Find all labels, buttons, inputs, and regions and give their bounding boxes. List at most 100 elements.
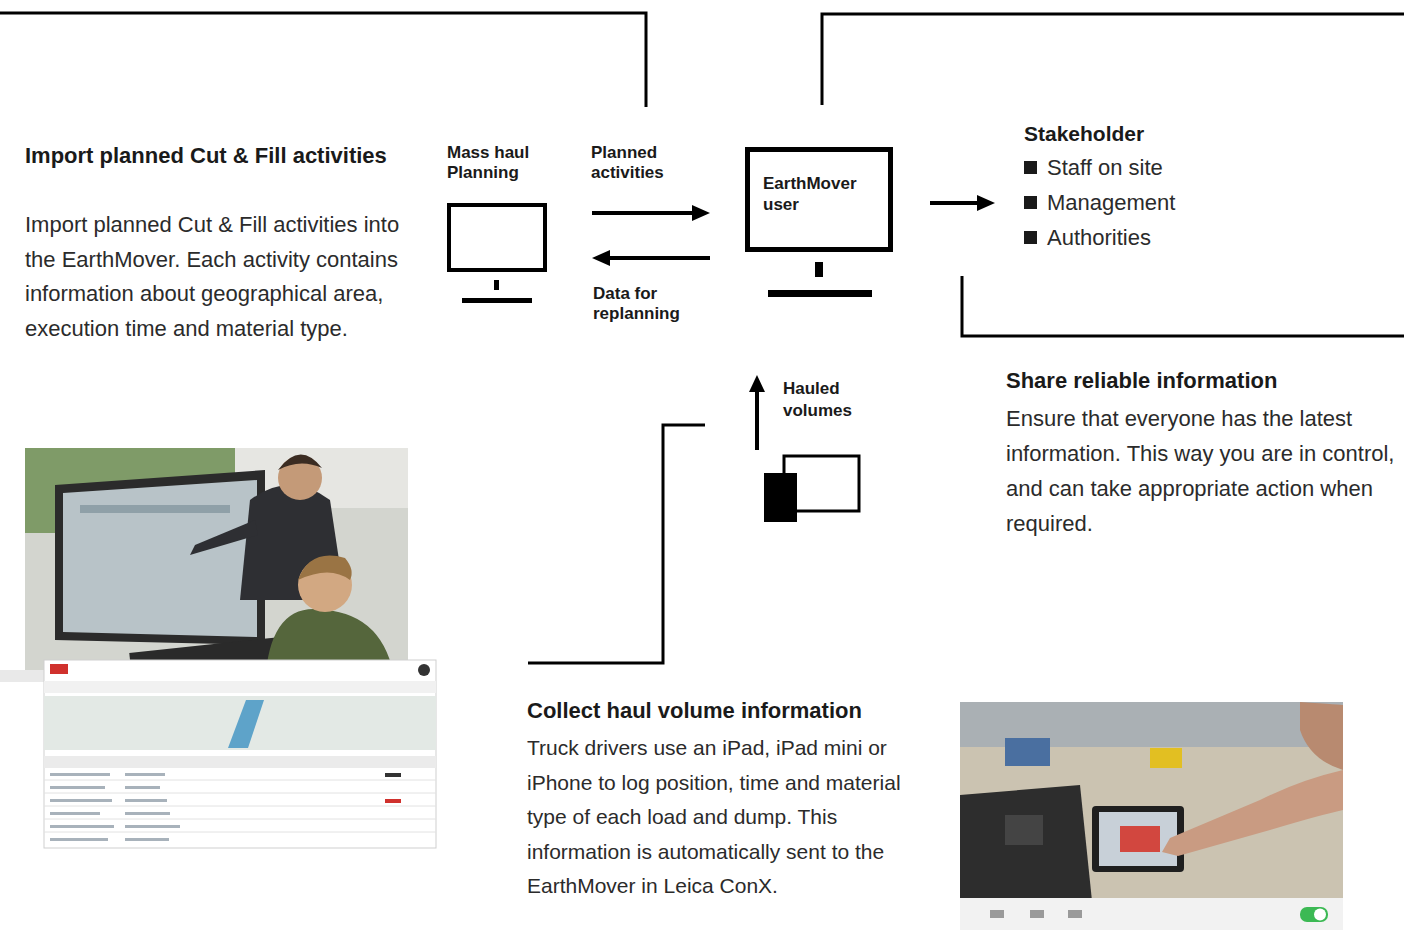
map-area [44, 696, 436, 750]
bracket-line [528, 425, 705, 663]
monitor-stand [494, 280, 499, 290]
bullet-square [1024, 231, 1037, 244]
table-rows [44, 780, 436, 832]
arrow-shaft [930, 201, 979, 205]
section-body: Ensure that everyone has the latest info… [1006, 401, 1398, 541]
flow-label: Hauled volumes [783, 378, 878, 422]
flow-arrow [592, 250, 710, 266]
screen-text: EarthMover user [763, 173, 881, 215]
cell [125, 825, 180, 828]
toggle-switch [1300, 907, 1328, 922]
status-cell [385, 773, 401, 777]
arrow-shaft [608, 256, 710, 260]
list-item: Authorities [1047, 224, 1151, 252]
bullet-square [1024, 161, 1037, 174]
monitor-base [462, 298, 532, 303]
photo-ground [25, 448, 408, 682]
blue-truck [1005, 738, 1050, 766]
driver-arm [1162, 770, 1343, 856]
bullet-row: Staff on site [1024, 150, 1284, 185]
monitor-screen [449, 205, 545, 270]
cell [125, 838, 169, 841]
edge-label: Planned activities [591, 143, 701, 183]
map-route [228, 700, 264, 748]
cell [50, 799, 112, 802]
list-item: Staff on site [1047, 154, 1163, 182]
edge-label: Data for replanning [593, 284, 703, 324]
monitor-base [768, 290, 872, 297]
hauled-volumes-arrow [749, 375, 765, 450]
status-cell [385, 799, 401, 803]
bracket-lines [0, 13, 1404, 663]
stakeholder-list: StakeholderStaff on siteManagementAuthor… [1024, 118, 1284, 255]
row-line [44, 793, 436, 794]
arrow-head [749, 375, 765, 392]
software-screenshot [44, 660, 436, 848]
tablet-screen [1099, 812, 1177, 866]
section-body: Truck drivers use an iPad, iPad mini or … [527, 731, 927, 904]
cell [50, 838, 108, 841]
arrow-shaft [592, 211, 694, 215]
monitor-icon [745, 147, 895, 299]
bullet-row: Management [1024, 185, 1284, 220]
yellow-machine [1150, 748, 1182, 768]
cell [125, 812, 170, 815]
arrow-head [592, 250, 610, 266]
app-icon [1030, 910, 1044, 918]
section-heading: Share reliable information [1006, 366, 1398, 396]
list-item: Management [1047, 189, 1175, 217]
heading-stack: Mass haul Planning [447, 143, 557, 183]
mass-haul-planning-monitor: Mass haul Planning [440, 143, 565, 308]
monitor-label: EarthMover user [763, 173, 881, 215]
phone-shape [764, 473, 797, 522]
app-icon [990, 910, 1004, 918]
monitor-screen [63, 480, 257, 637]
cell [50, 812, 100, 815]
bullet-row: Authorities [1024, 220, 1284, 255]
monitor-heading: Mass haul Planning [447, 143, 547, 183]
section-body: Import planned Cut & Fill activities int… [25, 208, 425, 346]
arrow-head [977, 195, 995, 211]
section-heading: Collect haul volume information [527, 696, 947, 726]
monitor-screen [748, 150, 891, 250]
seated-hair [298, 556, 352, 580]
cell [125, 773, 165, 776]
cell [125, 786, 160, 789]
earthmover-user-monitor: EarthMover user [745, 147, 895, 299]
app-icon [1068, 910, 1082, 918]
photo-ground [960, 702, 1343, 930]
mobile-device-icon [764, 456, 859, 522]
flow-arrow [592, 205, 710, 221]
user-avatar [418, 664, 430, 676]
office-photo [0, 448, 408, 682]
monitor-frame [55, 470, 265, 645]
section-heading: Import planned Cut & Fill activities [25, 140, 425, 171]
row-line [44, 819, 436, 820]
cell [125, 799, 167, 802]
table-cells [50, 773, 401, 841]
standing-hair [278, 454, 322, 470]
monitor-stand [815, 262, 823, 277]
tablet-button [1120, 826, 1160, 852]
row-line [44, 832, 436, 833]
arrow-shaft [755, 390, 759, 450]
bracket-line [0, 13, 646, 107]
gauge [1005, 815, 1043, 845]
driver-head [1300, 702, 1343, 770]
flow-arrow [930, 195, 995, 211]
bracket-line [822, 14, 1404, 105]
cell [50, 825, 114, 828]
app-bar [960, 898, 1343, 930]
cell [50, 786, 105, 789]
row-line [44, 780, 436, 781]
logo-mark [50, 664, 68, 674]
list-heading: Stakeholder [1024, 118, 1284, 150]
truck-photo [960, 702, 1343, 930]
pointing-arm [190, 520, 258, 555]
arrow-head [692, 205, 710, 221]
bracket-line [962, 276, 1404, 336]
table-header [44, 756, 436, 768]
bullet-square [1024, 196, 1037, 209]
